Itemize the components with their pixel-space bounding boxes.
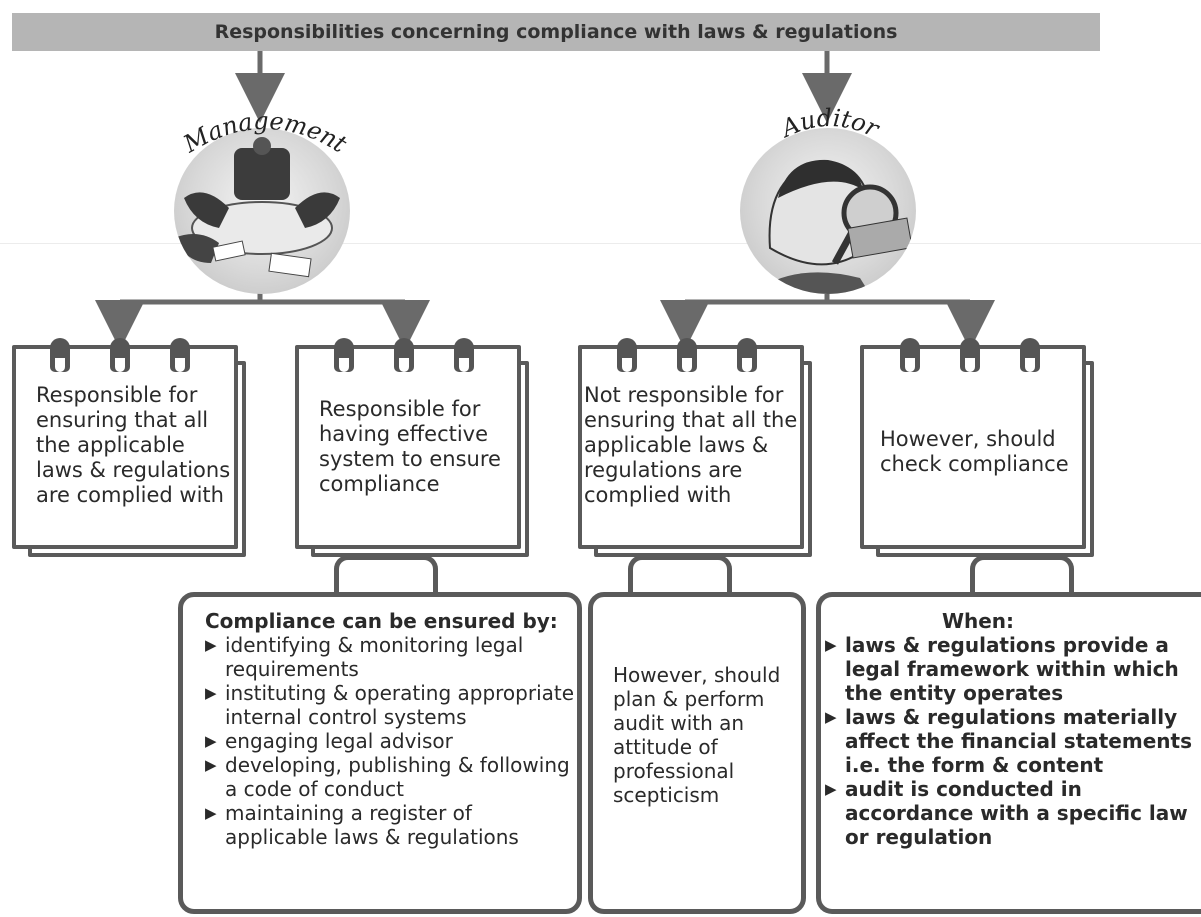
connector-tab-3 bbox=[970, 555, 1074, 597]
when-box: When: ▶laws & regulations provide a lega… bbox=[816, 592, 1201, 914]
binder-ring-icon bbox=[960, 338, 980, 372]
scepticism-text: However, should plan & perform audit wit… bbox=[613, 663, 781, 807]
notepad-card-1: Responsible for ensuring that all the ap… bbox=[12, 345, 246, 557]
bullet-triangle-icon: ▶ bbox=[205, 804, 217, 822]
bullet-triangle-icon: ▶ bbox=[205, 684, 217, 702]
binder-ring-icon bbox=[737, 338, 757, 372]
management-arc-label: Management bbox=[178, 107, 352, 159]
bullet-triangle-icon: ▶ bbox=[825, 780, 837, 798]
diagram-title: Responsibilities concerning compliance w… bbox=[12, 13, 1100, 51]
bullet-triangle-icon: ▶ bbox=[205, 756, 217, 774]
management-illustration bbox=[174, 128, 350, 294]
auditor-illustration bbox=[740, 128, 916, 294]
binder-ring-icon bbox=[110, 338, 130, 372]
bullet-triangle-icon: ▶ bbox=[825, 636, 837, 654]
bullet-triangle-icon: ▶ bbox=[205, 732, 217, 750]
binder-ring-icon bbox=[170, 338, 190, 372]
list-item: ▶engaging legal advisor bbox=[205, 729, 453, 753]
notepad-card-2: Responsible for having effective system … bbox=[295, 345, 529, 557]
connector-tab-1 bbox=[334, 555, 438, 597]
card-2-text: Responsible for having effective system … bbox=[319, 397, 501, 496]
binder-ring-icon bbox=[677, 338, 697, 372]
binder-ring-icon bbox=[900, 338, 920, 372]
list-item: ▶laws & regulations materially affect th… bbox=[825, 705, 1192, 777]
list-item: ▶developing, publishing & following a co… bbox=[205, 753, 570, 801]
management-label: Management bbox=[178, 107, 352, 159]
faint-divider bbox=[0, 243, 1201, 244]
list-item: ▶identifying & monitoring legal requirem… bbox=[205, 633, 524, 681]
svg-text:Auditor: Auditor bbox=[776, 104, 885, 144]
compliance-methods-heading: Compliance can be ensured by: bbox=[205, 609, 558, 633]
auditor-arc-label: Auditor bbox=[776, 104, 885, 144]
notepad-card-3: Not responsible for ensuring that all th… bbox=[578, 345, 812, 557]
binder-ring-icon bbox=[454, 338, 474, 372]
binder-ring-icon bbox=[334, 338, 354, 372]
list-item: ▶audit is conducted in accordance with a… bbox=[825, 777, 1188, 849]
connector-tab-2 bbox=[628, 555, 732, 597]
notepad-card-4: However, should check compliance bbox=[860, 345, 1094, 557]
card-4-text: However, should check compliance bbox=[880, 427, 1069, 476]
svg-text:Management: Management bbox=[178, 107, 352, 159]
bullet-triangle-icon: ▶ bbox=[205, 636, 217, 654]
auditor-label: Auditor bbox=[776, 104, 885, 144]
meeting-illustration bbox=[174, 137, 340, 278]
when-heading: When: bbox=[941, 609, 1015, 633]
card-3-text: Not responsible for ensuring that all th… bbox=[584, 383, 798, 507]
list-item: ▶instituting & operating appropriate int… bbox=[205, 681, 575, 729]
bullet-triangle-icon: ▶ bbox=[825, 708, 837, 726]
list-item: ▶laws & regulations provide a legal fram… bbox=[825, 633, 1179, 705]
binder-ring-icon bbox=[1020, 338, 1040, 372]
binder-ring-icon bbox=[394, 338, 414, 372]
binder-ring-icon bbox=[617, 338, 637, 372]
compliance-methods-box: Compliance can be ensured by: ▶identifyi… bbox=[178, 592, 582, 914]
card-1-text: Responsible for ensuring that all the ap… bbox=[36, 383, 231, 507]
diagram-title-text: Responsibilities concerning compliance w… bbox=[214, 21, 898, 43]
list-item: ▶maintaining a register of applicable la… bbox=[205, 801, 519, 849]
scepticism-box: However, should plan & perform audit wit… bbox=[588, 592, 806, 914]
binder-ring-icon bbox=[50, 338, 70, 372]
